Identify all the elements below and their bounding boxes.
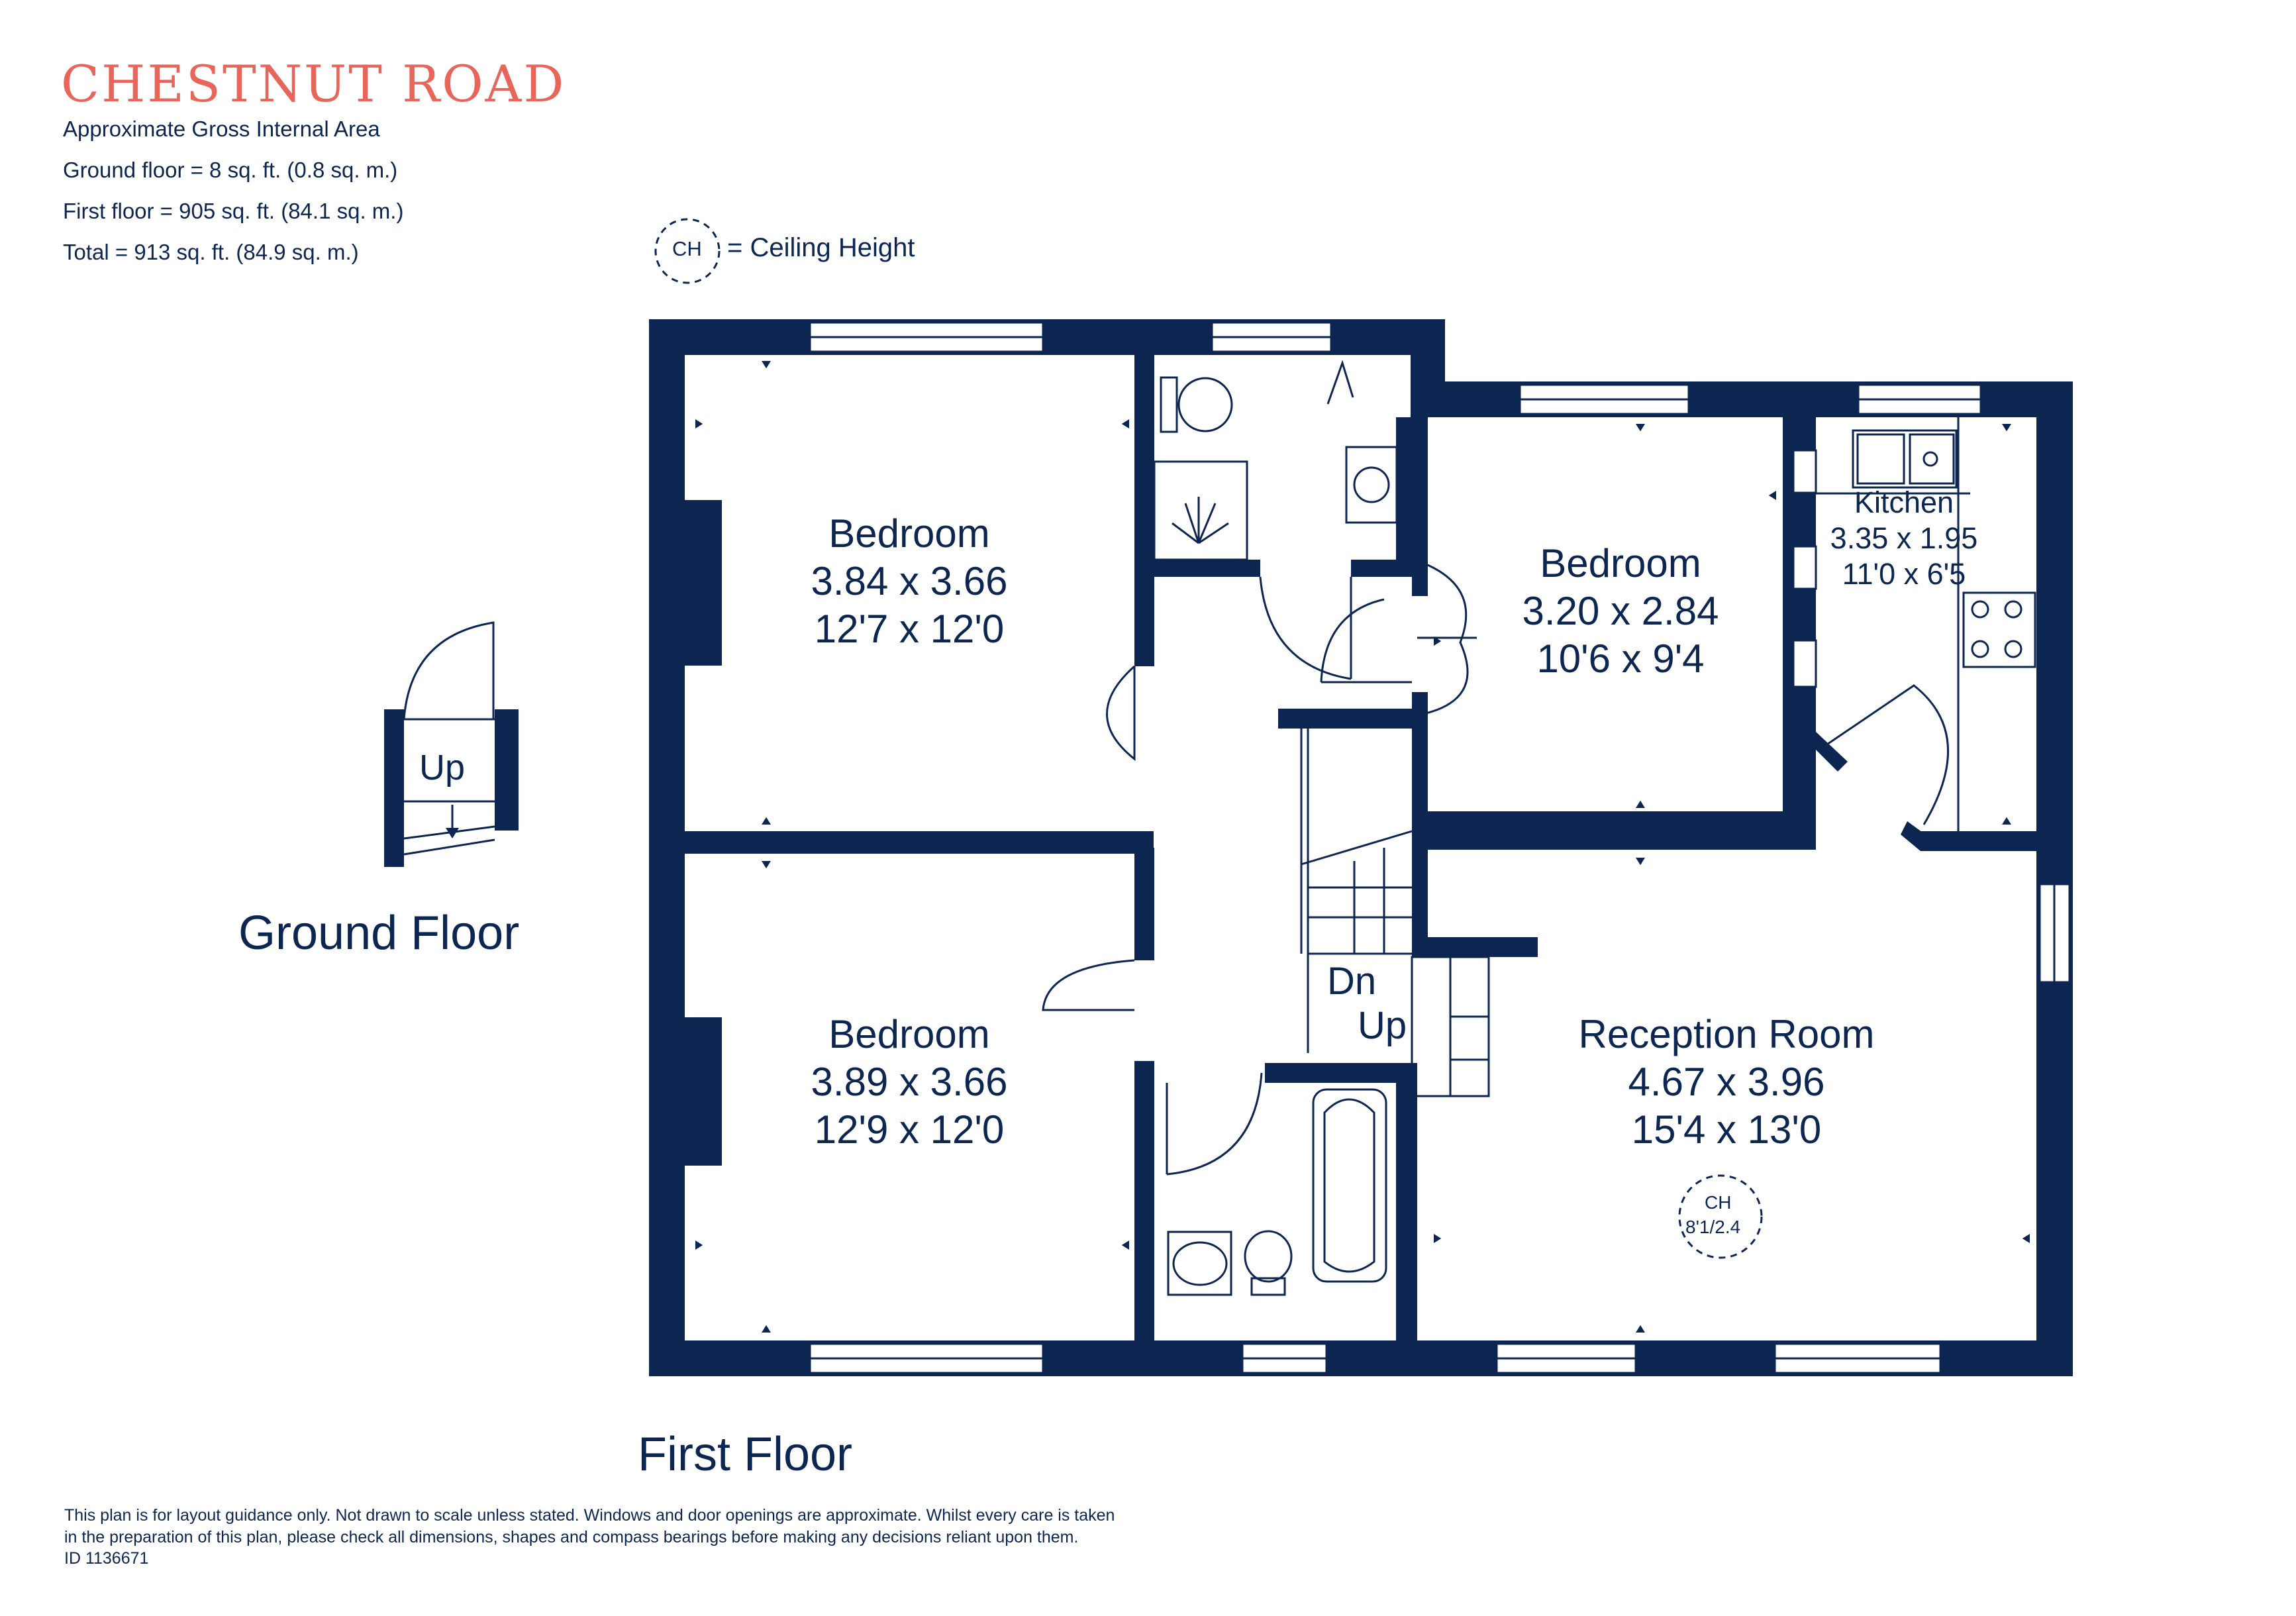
dimension-tick [2002,817,2011,825]
dimension-tick [695,419,703,429]
dimension-tick [1636,1325,1645,1333]
first-floor-walls [649,319,2073,1376]
reception-ch-value: 8'1/2.4 [1685,1217,1741,1237]
reception-ch-circle [1678,1174,1763,1259]
dimension-tick [1636,424,1645,432]
dimension-tick [1121,1240,1129,1250]
dimension-tick [2022,1234,2030,1243]
windows [809,321,2071,1374]
room-bedroom-3: Bedroom 3.89 x 3.66 12'9 x 12'0 [811,1012,1008,1152]
stair-up-label: Up [1358,1004,1407,1047]
disclaimer-line-2: in the preparation of this plan, please … [64,1528,1079,1546]
kitchen-fixtures [1792,417,2036,831]
dimension-tick [2002,424,2011,432]
dimension-tick [1636,800,1645,808]
room-reception: Reception Room 4.67 x 3.96 15'4 x 13'0 [1578,1012,1875,1152]
dimension-ticks [695,361,2030,1333]
legend-text: = Ceiling Height [727,233,915,262]
ground-floor-stair-block [384,621,519,867]
dimension-tick [1434,636,1442,646]
dimension-tick [762,817,771,825]
disclaimer-id: ID 1136671 [64,1549,149,1568]
brand-title: CHESTNUT ROAD [61,54,566,113]
legend-ch-circle [654,218,721,284]
reception-ch-symbol: CH [1705,1192,1732,1213]
dimension-tick [1434,1234,1442,1243]
first-floor-label: First Floor [638,1428,852,1481]
wc-shower-fixtures [1153,360,1477,717]
area-heading: Approximate Gross Internal Area [63,117,380,141]
dimension-tick [762,361,771,369]
dimension-tick [762,861,771,869]
area-ground: Ground floor = 8 sq. ft. (0.8 sq. m.) [63,158,398,182]
ground-floor-label: Ground Floor [238,907,520,960]
area-first: First floor = 905 sq. ft. (84.1 sq. m.) [63,199,404,223]
central-stairs [1300,729,1490,1097]
dimension-tick [1636,858,1645,866]
legend-symbol: CH [672,237,702,260]
room-kitchen: Kitchen 3.35 x 1.95 11'0 x 6'5 [1830,485,1978,591]
room-bedroom-1: Bedroom 3.84 x 3.66 12'7 x 12'0 [811,511,1008,651]
disclaimer-line-1: This plan is for layout guidance only. N… [64,1506,1115,1525]
dimension-tick [1768,491,1776,500]
doors [1042,665,1263,1176]
dimension-tick [1121,419,1129,429]
dimension-tick [695,1240,703,1250]
ground-stair-label: Up [419,748,466,787]
room-bedroom-2: Bedroom 3.20 x 2.84 10'6 x 9'4 [1522,541,1719,681]
bathroom-fixtures [1167,1088,1387,1296]
stair-down-label: Dn [1327,960,1377,1003]
dimension-tick [762,1325,771,1333]
area-total: Total = 913 sq. ft. (84.9 sq. m.) [63,240,359,264]
